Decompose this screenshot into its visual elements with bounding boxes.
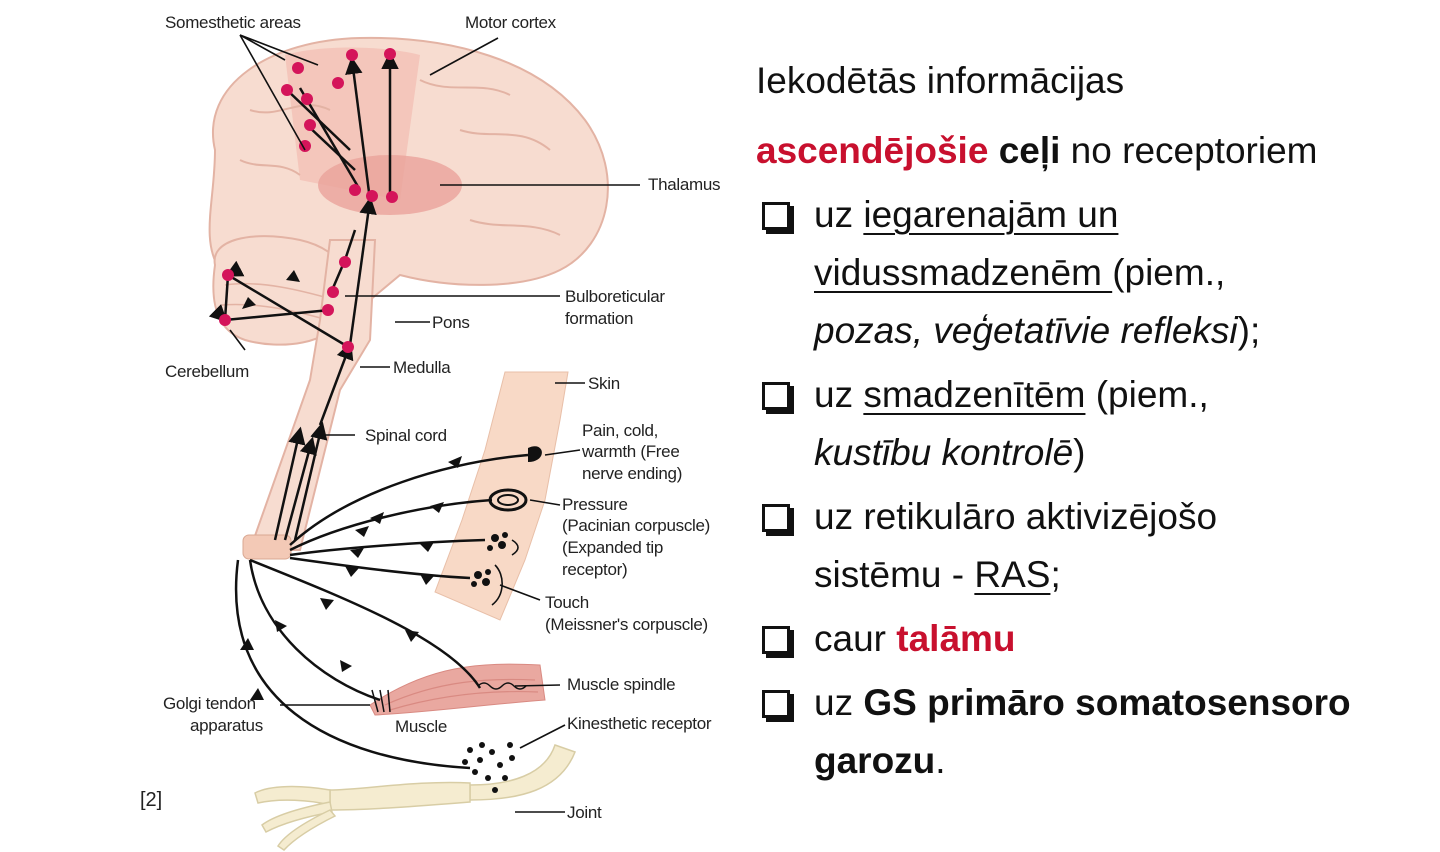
spinal-segment (242, 534, 292, 560)
bullet-cerebellum: uz smadzenītēm (piem., kustību kontrolē) (756, 366, 1436, 482)
label-pain-1: Pain, cold, (582, 421, 658, 440)
reference-number: [2] (140, 789, 162, 811)
neuron-dots (219, 48, 398, 353)
bullet-medulla-midbrain: uz iegarenajām un vidussmadzenēm (piem.,… (756, 186, 1436, 360)
leader-lines (229, 34, 640, 813)
muscle-shape (369, 663, 546, 716)
receptors (371, 446, 542, 793)
label-touch-1: Touch (545, 593, 589, 612)
label-joint: Joint (567, 803, 602, 822)
label-golgi-2: apparatus (190, 716, 263, 735)
checkbox-bullet-icon (762, 382, 790, 410)
label-pressure-1: Pressure (562, 495, 628, 514)
label-bulboreticular: Bulboreticular (565, 287, 665, 306)
bullet-thalamus: caur talāmu (756, 610, 1436, 668)
checkbox-bullet-icon (762, 504, 790, 532)
checkbox-bullet-icon (762, 626, 790, 654)
pathway-arrowheads (240, 270, 462, 700)
bullet-somatosensory-cortex: uz GS primāro somatosensoro garozu. (756, 674, 1436, 790)
text-panel: Iekodētās informācijas ascendējošie ceļi… (756, 52, 1436, 790)
nerve-pathways (208, 51, 529, 770)
label-muscle-spindle: Muscle spindle (567, 675, 675, 694)
label-pressure-2: (Pacinian corpuscle) (562, 516, 710, 535)
checkbox-bullet-icon (762, 690, 790, 718)
label-golgi-1: Golgi tendon (163, 694, 256, 713)
arm-bones (254, 744, 576, 851)
label-formation: formation (565, 309, 633, 328)
label-medulla: Medulla (393, 358, 451, 377)
label-pons: Pons (432, 313, 470, 332)
label-pain-3: nerve ending) (582, 464, 682, 483)
label-pain-2: warmth (Free (581, 442, 679, 461)
label-touch-2: (Meissner's corpuscle) (545, 615, 708, 634)
label-pressure-4: receptor) (562, 560, 627, 579)
bullet-ras: uz retikulāro aktivizējošo sistēmu - RAS… (756, 488, 1436, 604)
label-motor-cortex: Motor cortex (465, 13, 557, 32)
label-muscle: Muscle (395, 717, 447, 736)
label-cerebellum: Cerebellum (165, 362, 249, 381)
heading-line-2: ascendējošie ceļi no receptoriem (756, 130, 1318, 171)
label-skin: Skin (588, 374, 620, 393)
checkbox-bullet-icon (762, 202, 790, 230)
label-spinal-cord: Spinal cord (365, 426, 447, 445)
heading-line-1: Iekodētās informācijas (756, 60, 1125, 101)
label-somesthetic-areas: Somesthetic areas (165, 13, 301, 32)
label-kinesthetic-receptor: Kinesthetic receptor (567, 714, 712, 733)
label-thalamus: Thalamus (648, 175, 720, 194)
sensory-pathways-diagram: Somesthetic areas Motor cortex Thalamus … (140, 13, 721, 851)
spinal-cord (248, 239, 377, 551)
label-pressure-3: (Expanded tip (562, 538, 663, 557)
